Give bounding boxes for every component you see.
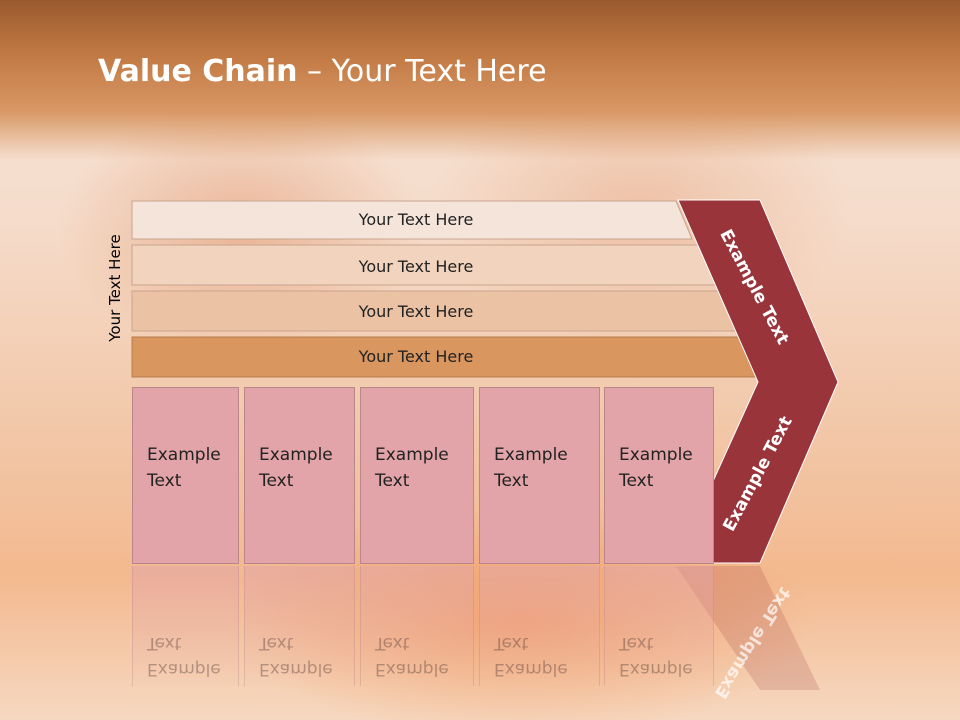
activity-box-3: Example Text <box>360 387 474 564</box>
box-1-reflection-text: Example Text <box>147 630 221 682</box>
activity-box-5: Example Text <box>604 387 714 564</box>
box-5-line-2: Text <box>619 471 654 491</box>
box-3-reflection: Example Text <box>360 566 474 686</box>
box-4-reflection: Example Text <box>479 566 600 686</box>
bar-4-label: Your Text Here <box>358 347 474 366</box>
box-4-line-2: Text <box>494 471 529 491</box>
box-5-reflection: Example Text <box>604 566 714 686</box>
slide-title: Value Chain – Your Text Here <box>98 54 547 89</box>
box-3-reflection-line-1: Example <box>375 659 449 679</box>
box-3-line-2: Text <box>375 471 410 491</box>
box-5-reflection-text: Example Text <box>619 630 693 682</box>
box-4-reflection-line-2: Text <box>494 633 529 653</box>
box-2-line-2: Text <box>259 471 294 491</box>
box-3-line-1: Example <box>375 445 449 465</box>
box-2-reflection-text: Example Text <box>259 630 333 682</box>
box-5-reflection-line-2: Text <box>619 633 654 653</box>
chevron-arrow <box>675 199 839 564</box>
box-4-line-1: Example <box>494 445 568 465</box>
bar-1 <box>131 200 693 240</box>
box-1-reflection-line-1: Example <box>147 659 221 679</box>
box-2-reflection-line-2: Text <box>259 633 294 653</box>
bar-2-label: Your Text Here <box>358 257 474 276</box>
box-5-line-1: Example <box>619 445 693 465</box>
box-3-reflection-text: Example Text <box>375 630 449 682</box>
box-4-reflection-line-1: Example <box>494 659 568 679</box>
box-3-reflection-line-2: Text <box>375 633 410 653</box>
box-1-line-2: Text <box>147 471 182 491</box>
activity-box-2: Example Text <box>244 387 355 564</box>
box-1-reflection: Example Text <box>132 566 239 686</box>
bar-1-label: Your Text Here <box>358 210 474 229</box>
box-1-reflection-line-2: Text <box>147 633 182 653</box>
box-4-reflection-text: Example Text <box>494 630 568 682</box>
bar-3-label: Your Text Here <box>358 302 474 321</box>
activity-box-1: Example Text <box>132 387 239 564</box>
title-band <box>0 0 960 160</box>
box-2-reflection-line-1: Example <box>259 659 333 679</box>
box-5-reflection-line-1: Example <box>619 659 693 679</box>
activity-box-4: Example Text <box>479 387 600 564</box>
box-2-reflection: Example Text <box>244 566 355 686</box>
box-2-line-1: Example <box>259 445 333 465</box>
title-rest: – Your Text Here <box>297 54 547 89</box>
title-bold: Value Chain <box>98 54 298 89</box>
box-1-line-1: Example <box>147 445 221 465</box>
